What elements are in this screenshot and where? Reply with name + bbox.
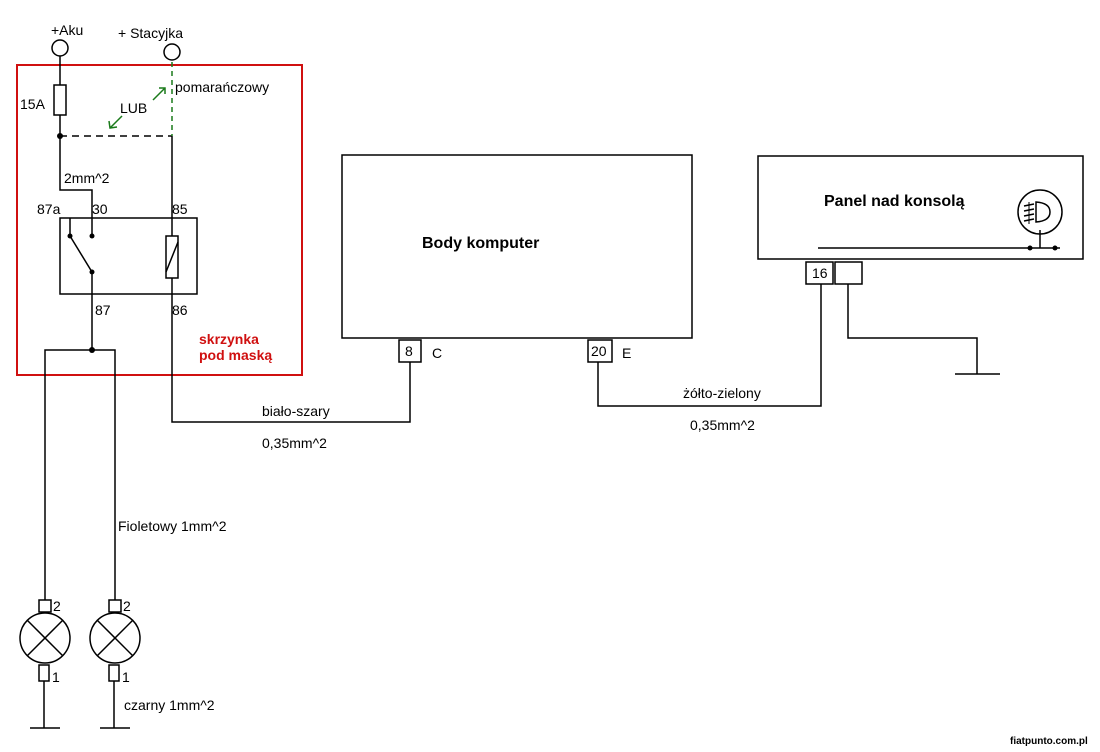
- alt-arrow-left: [109, 115, 123, 129]
- body-computer-pin-8-num: 8: [405, 343, 413, 359]
- panel-pin-16-num: 16: [812, 265, 828, 281]
- relay-30-wire: [59, 136, 93, 218]
- body-computer-pin-8: [398, 339, 422, 363]
- wire-2mm-label: 2mm^2: [64, 170, 110, 186]
- box-label-line2: pod maską: [199, 347, 272, 363]
- relay-pin-86: 86: [172, 302, 188, 318]
- lamp-left-pin-bottom: 1: [52, 669, 60, 685]
- relay-contact-30-dot: [89, 233, 95, 239]
- relay-pin-30: 30: [92, 201, 108, 217]
- relay-pin-85: 85: [172, 201, 188, 217]
- alt-arrow-right-head: [159, 87, 166, 94]
- lamp-split-wire: [44, 349, 116, 600]
- ignition-label: + Stacyjka: [118, 25, 183, 41]
- panel-pin-16: [805, 261, 834, 285]
- battery-terminal: [51, 39, 69, 57]
- body-computer-pin-20-num: 20: [591, 343, 607, 359]
- watermark: fiatpunto.com.pl: [1010, 736, 1088, 747]
- relay-pin-87: 87: [95, 302, 111, 318]
- lamp-left-pin-top: 2: [53, 598, 61, 614]
- alt-arrow-right: [152, 87, 166, 101]
- underhood-box-border: [16, 64, 303, 376]
- ignition-terminal: [163, 43, 181, 61]
- fuse: [53, 84, 67, 116]
- relay-coil-diagonal: [165, 241, 179, 273]
- panel-box: [757, 155, 1084, 260]
- fuse-rating: 15A: [20, 96, 46, 112]
- wire-fioletowy-label: Fioletowy 1mm^2: [118, 518, 227, 534]
- lamp-left: [19, 599, 71, 729]
- wire-zolto-zielony: [597, 284, 822, 407]
- box-label-line1: skrzynka: [199, 331, 259, 347]
- lamp-right-pin-bottom: 1: [122, 669, 130, 685]
- wire-zolto-zielony-size: 0,35mm^2: [690, 417, 755, 433]
- body-computer-box: [341, 154, 693, 339]
- body-computer-pin-20: [587, 339, 613, 363]
- alt-arrow-left-head: [108, 120, 118, 129]
- wire-zolto-zielony-color: żółto-zielony: [683, 385, 761, 401]
- ignition-wire-color: pomarańczowy: [175, 79, 269, 95]
- body-computer-pin-c-letter: C: [432, 345, 442, 361]
- relay-switch-arm: [69, 235, 93, 273]
- body-computer-pin-e-letter: E: [622, 345, 631, 361]
- battery-label: +Aku: [51, 22, 83, 38]
- panel-second-pin: [834, 261, 863, 285]
- lamp-right: [89, 599, 141, 729]
- relay-pin-87a: 87a: [37, 201, 61, 217]
- panel-ground-wire: [847, 284, 978, 374]
- panel-internal-dot-2: [1052, 245, 1058, 251]
- wire-bialo-szary-color: biało-szary: [262, 403, 330, 419]
- wire-czarny-label: czarny 1mm^2: [124, 697, 215, 713]
- panel-internal-dot-1: [1027, 245, 1033, 251]
- alternative-label: LUB: [120, 100, 147, 116]
- body-computer-title: Body komputer: [422, 235, 539, 252]
- wire-bialo-szary-size: 0,35mm^2: [262, 435, 327, 451]
- relay-body: [59, 217, 198, 295]
- panel-title: Panel nad konsolą: [824, 193, 965, 210]
- lamp-right-pin-top: 2: [123, 598, 131, 614]
- wire-bialo-szary: [171, 294, 411, 423]
- fog-lamp-icon: [1017, 189, 1063, 235]
